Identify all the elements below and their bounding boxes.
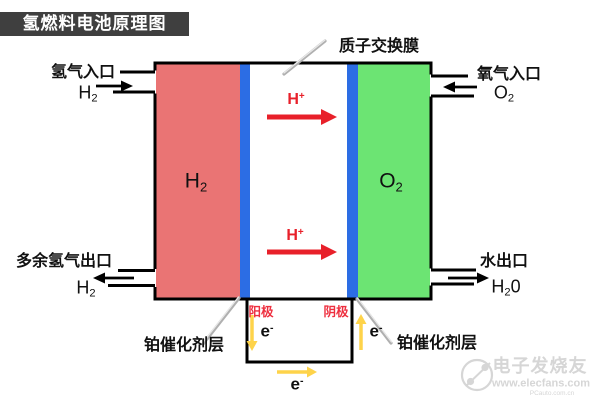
- external-circuit-box: [245, 297, 354, 364]
- hydrogen-outlet-formula: H2: [76, 277, 96, 300]
- electron-label-right: e-: [369, 321, 383, 341]
- watermark-url: www.elecfans.com: [491, 377, 591, 390]
- water-outlet-label: 水出口: [479, 253, 529, 270]
- hydrogen-outlet-arrow: [93, 272, 134, 284]
- anode-catalyst-strip: [240, 63, 250, 299]
- watermark-logo-icon: [460, 358, 494, 392]
- electron-arrows: [246, 314, 367, 378]
- pipes: [108, 70, 476, 287]
- oxygen-inlet-label: 氧气入口: [476, 66, 542, 83]
- proton-arrow-bottom: [267, 244, 337, 260]
- water-outlet-formula: H20: [491, 276, 521, 299]
- cathode-label: 阴极: [323, 304, 349, 319]
- water-outlet-arrow: [448, 272, 489, 284]
- oxygen-inlet-formula: O2: [493, 82, 515, 105]
- electron-arrow-down: [246, 315, 258, 351]
- hydrogen-chamber-label: H2: [184, 169, 208, 195]
- hydrogen-inlet-label: 氢气入口: [50, 64, 116, 81]
- hydrogen-outlet-label: 多余氢气出口: [15, 253, 113, 270]
- pointer-lines: [201, 39, 393, 346]
- oxygen-chamber: [358, 63, 430, 299]
- proton-label-bottom: H+: [286, 227, 304, 244]
- oxygen-chamber-label: O2: [379, 169, 403, 195]
- membrane-pointer-line: [282, 39, 327, 76]
- page-title: 氢燃料电池原理图: [0, 12, 189, 36]
- electron-label-left: e-: [260, 321, 274, 341]
- proton-arrows: [267, 109, 337, 260]
- catalyst-label-right: 铂催化剂层: [396, 335, 478, 352]
- membrane-label: 质子交换膜: [338, 38, 420, 55]
- proton-arrow-top: [267, 109, 337, 125]
- hydrogen-inlet-arrow: [96, 80, 133, 92]
- catalyst-pointer-line-right: [355, 297, 393, 345]
- watermark-brand: 电子发烧友: [492, 356, 588, 376]
- proton-label-top: H+: [287, 91, 305, 108]
- gas-flow-arrows: [93, 80, 489, 284]
- oxygen-inlet-arrow: [443, 81, 477, 93]
- anode-label: 阳极: [248, 304, 274, 319]
- cell-border: [153, 61, 433, 301]
- hydrogen-inlet-formula: H2: [78, 82, 98, 105]
- cathode-catalyst-strip: [347, 63, 358, 299]
- catalyst-pointer-line-left: [201, 296, 241, 346]
- electron-arrow-right: [277, 366, 317, 378]
- watermark-subtext: PCauto.com.cn: [529, 389, 575, 397]
- electron-label-bottom: e-: [290, 374, 304, 394]
- hydrogen-chamber: [156, 63, 240, 299]
- catalyst-label-left: 铂催化剂层: [143, 337, 225, 354]
- electron-arrow-up: [355, 314, 367, 350]
